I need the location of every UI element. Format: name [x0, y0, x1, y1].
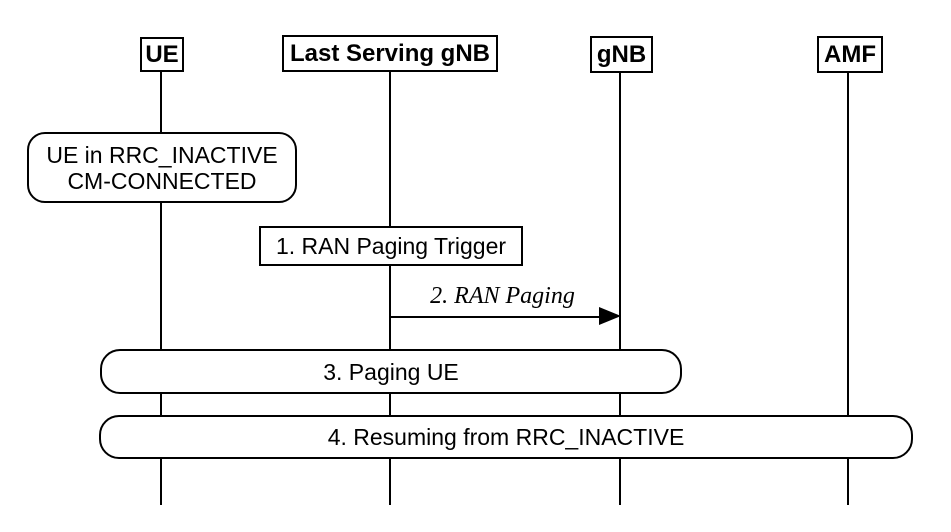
actor-label-ue: UE: [145, 40, 179, 68]
ue-state-note-line1: UE in RRC_INACTIVE: [46, 141, 278, 168]
actor-label-last-serving-gnb: Last Serving gNB: [289, 39, 491, 67]
step2-message-line: [389, 316, 601, 318]
step3-paging-ue-box: 3. Paging UE: [100, 349, 682, 394]
actor-box-last-serving-gnb: Last Serving gNB: [282, 35, 498, 72]
actor-box-amf: AMF: [817, 36, 883, 73]
step1-label: 1. RAN Paging Trigger: [275, 233, 507, 259]
step2-message-label: 2. RAN Paging: [430, 283, 575, 309]
lifeline-amf: [847, 72, 849, 505]
lifeline-ue: [160, 72, 162, 505]
actor-label-amf: AMF: [824, 40, 876, 68]
lifeline-last-serving-gnb: [389, 72, 391, 505]
lifeline-gnb: [619, 72, 621, 505]
ue-state-note: UE in RRC_INACTIVE CM-CONNECTED: [27, 132, 297, 203]
actor-box-ue: UE: [140, 37, 184, 72]
ue-state-note-line2: CM-CONNECTED: [67, 167, 257, 194]
step1-ran-paging-trigger-box: 1. RAN Paging Trigger: [259, 226, 523, 266]
step4-resuming-box: 4. Resuming from RRC_INACTIVE: [99, 415, 913, 459]
arrowhead-right-icon: [599, 307, 621, 325]
actor-label-gnb: gNB: [596, 40, 647, 68]
step3-label: 3. Paging UE: [323, 358, 459, 385]
actor-box-gnb: gNB: [590, 36, 653, 73]
step4-label: 4. Resuming from RRC_INACTIVE: [327, 424, 685, 450]
